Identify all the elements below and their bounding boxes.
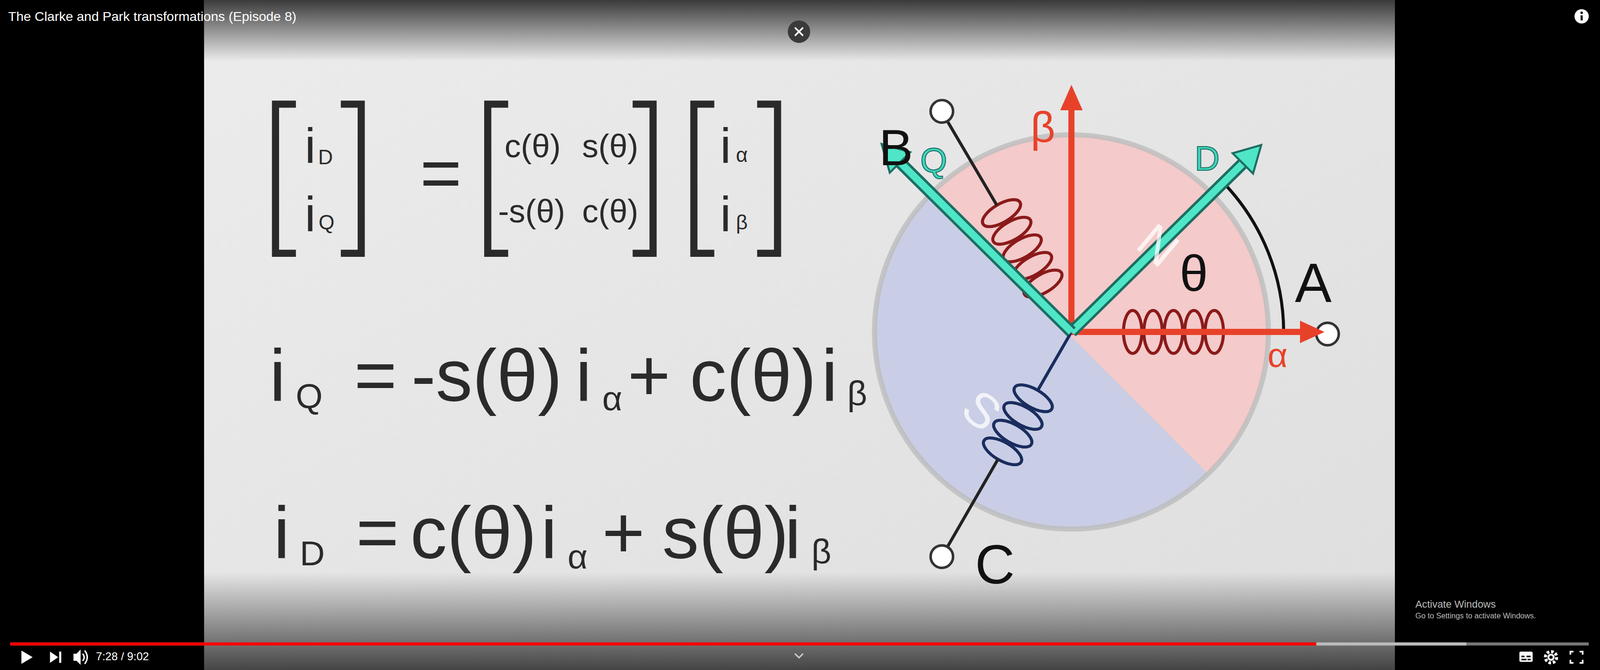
circle-shape xyxy=(787,20,811,43)
path-shape xyxy=(1224,183,1284,332)
polygon-shape xyxy=(50,651,59,663)
math-symbol: D xyxy=(318,146,334,168)
video-title: The Clarke and Park transformations (Epi… xyxy=(8,9,297,24)
math-symbol: β xyxy=(846,375,867,411)
path-shape xyxy=(693,104,715,254)
circle-shape xyxy=(1574,9,1589,24)
math-symbol: i xyxy=(821,338,838,413)
player-text: Go to Settings to activate Windows. xyxy=(1415,611,1536,620)
circle-shape xyxy=(930,545,954,568)
math-symbol: β xyxy=(735,212,748,233)
path-shape xyxy=(1570,651,1583,663)
rect-shape xyxy=(10,642,1589,646)
line-shape xyxy=(1071,161,1246,333)
math-symbol: D xyxy=(299,535,325,571)
path-shape xyxy=(757,104,778,254)
math-symbol: s(θ) xyxy=(662,495,789,570)
math-symbol: i xyxy=(540,495,558,570)
line-shape xyxy=(1038,331,1072,390)
math-symbol: i xyxy=(720,121,731,171)
ellipse-shape xyxy=(979,432,1027,470)
rect-shape xyxy=(1316,642,1467,646)
rect-shape xyxy=(0,571,1600,670)
math-symbol: -s(θ) xyxy=(498,194,566,228)
line-shape xyxy=(1071,161,1246,333)
polygon-shape xyxy=(1060,84,1083,111)
player-text: 7:28 / 9:02 xyxy=(95,650,149,662)
path-shape xyxy=(794,653,804,658)
rect-shape xyxy=(1527,658,1531,660)
path-shape xyxy=(275,104,296,254)
math-symbol: c(θ) xyxy=(410,495,537,570)
math-symbol: + xyxy=(601,495,645,570)
circle-shape xyxy=(1549,655,1553,659)
circle-shape xyxy=(1580,11,1583,14)
axis-label: B xyxy=(879,122,914,174)
math-symbol: i xyxy=(269,338,286,413)
math-symbol: β xyxy=(811,533,832,569)
rect-shape xyxy=(10,642,1317,646)
math-symbol: -s(θ) xyxy=(411,338,563,413)
polygon-shape xyxy=(1232,145,1261,174)
circle-shape xyxy=(1545,651,1557,663)
path-shape xyxy=(82,650,88,664)
ellipse-shape xyxy=(978,194,1025,233)
g-shape xyxy=(275,104,778,254)
axis-label: A xyxy=(1294,254,1332,310)
line-shape xyxy=(898,160,1072,333)
polygon-shape xyxy=(1300,320,1325,343)
g-shape xyxy=(928,320,1090,558)
math-symbol: i xyxy=(784,495,801,570)
axis-label: β xyxy=(1030,106,1056,149)
math-symbol: i xyxy=(304,121,316,171)
rect-shape xyxy=(204,0,1395,670)
axis-label: θ xyxy=(1179,247,1208,300)
math-symbol: = xyxy=(420,137,462,210)
circle-shape xyxy=(1547,653,1555,661)
math-symbol: + xyxy=(627,338,671,413)
rect-shape xyxy=(1580,15,1583,21)
rect-shape xyxy=(1526,655,1531,657)
path-shape xyxy=(794,27,804,36)
math-symbol: i xyxy=(720,189,731,239)
rect-shape xyxy=(1521,655,1525,657)
math-symbol: α xyxy=(735,145,748,166)
circle-shape xyxy=(930,100,954,123)
polygon-shape xyxy=(21,650,33,664)
path-shape xyxy=(632,104,654,254)
line-shape xyxy=(898,160,1072,333)
math-symbol: i xyxy=(304,189,316,239)
math-symbol: Q xyxy=(318,212,335,233)
rect-shape xyxy=(59,651,61,663)
line-shape xyxy=(1071,328,1305,335)
rect-shape xyxy=(1521,658,1527,660)
math-symbol: c(θ) xyxy=(689,338,817,413)
axis-label: C xyxy=(974,536,1015,592)
rect-shape xyxy=(1519,651,1534,662)
math-symbol: = xyxy=(353,338,397,413)
path-shape xyxy=(487,104,509,254)
math-symbol: c(θ) xyxy=(582,194,639,228)
path-shape xyxy=(340,104,362,254)
math-symbol: s(θ) xyxy=(582,129,639,163)
polygon-shape xyxy=(73,649,81,665)
line-shape xyxy=(947,459,999,547)
math-symbol: i xyxy=(575,338,592,413)
player-text: Activate Windows xyxy=(1415,599,1496,610)
math-symbol: i xyxy=(273,495,290,570)
axis-label: D xyxy=(1194,140,1220,176)
axis-label: α xyxy=(1267,337,1288,373)
rect-shape xyxy=(204,0,1395,62)
math-symbol: α xyxy=(602,380,623,416)
axis-label: Q xyxy=(920,142,947,178)
math-symbol: = xyxy=(356,495,400,570)
math-symbol: α xyxy=(567,538,588,574)
math-symbol: c(θ) xyxy=(504,129,561,163)
math-symbol: Q xyxy=(295,378,323,414)
line-shape xyxy=(946,120,997,206)
line-shape xyxy=(1068,108,1075,333)
